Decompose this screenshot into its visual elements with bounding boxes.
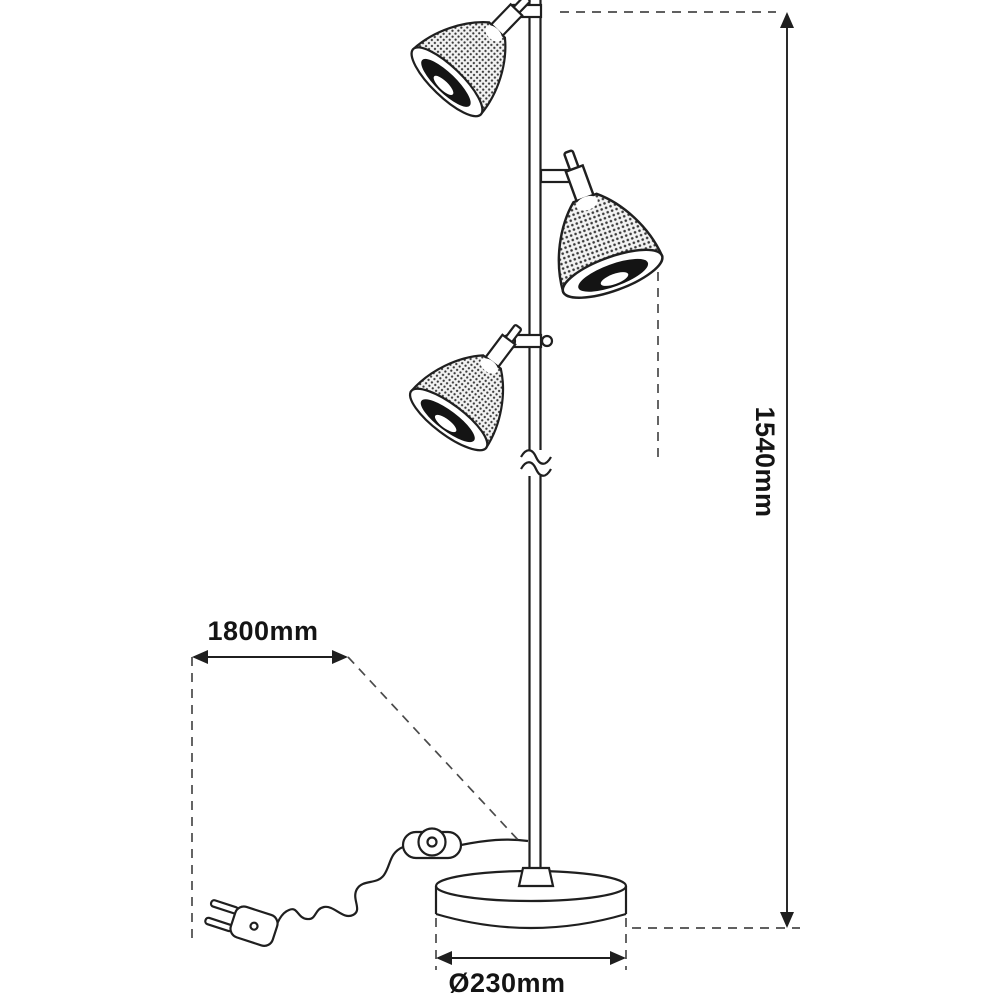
plug-screw bbox=[249, 921, 259, 931]
plug-pin-lower bbox=[204, 916, 234, 933]
cable-dimension-label: 1800mm bbox=[207, 616, 318, 646]
break-squiggle-upper bbox=[520, 449, 552, 465]
arrow-left bbox=[436, 951, 452, 965]
extension-to-pole bbox=[347, 656, 521, 843]
arrow-down bbox=[780, 912, 794, 928]
dimension-cable: 1800mm bbox=[191, 616, 521, 938]
height-dimension-label: 1540mm bbox=[750, 406, 780, 517]
lamp-base bbox=[434, 866, 628, 930]
diameter-dimension-label: Ø230mm bbox=[448, 968, 565, 998]
floor-lamp bbox=[204, 0, 670, 947]
break-squiggle-lower bbox=[520, 461, 552, 477]
base-bottom bbox=[435, 912, 627, 930]
cable-coil bbox=[271, 845, 404, 938]
switch-button bbox=[417, 827, 447, 857]
lamp-pole bbox=[528, 0, 542, 888]
dimension-height: 1540mm bbox=[560, 11, 800, 929]
cable-to-pole bbox=[460, 838, 529, 847]
pole-collar bbox=[517, 866, 555, 888]
arrow-up bbox=[780, 12, 794, 28]
dimension-diameter: Ø230mm bbox=[435, 918, 627, 998]
pole-break-symbol bbox=[520, 449, 552, 477]
switch-button-detail bbox=[426, 836, 438, 848]
power-plug bbox=[204, 899, 279, 947]
adjust-knob bbox=[540, 334, 554, 348]
arrow-right bbox=[610, 951, 626, 965]
arrow-left bbox=[192, 650, 208, 664]
arrow-right bbox=[332, 650, 348, 664]
foot-switch bbox=[401, 827, 463, 860]
